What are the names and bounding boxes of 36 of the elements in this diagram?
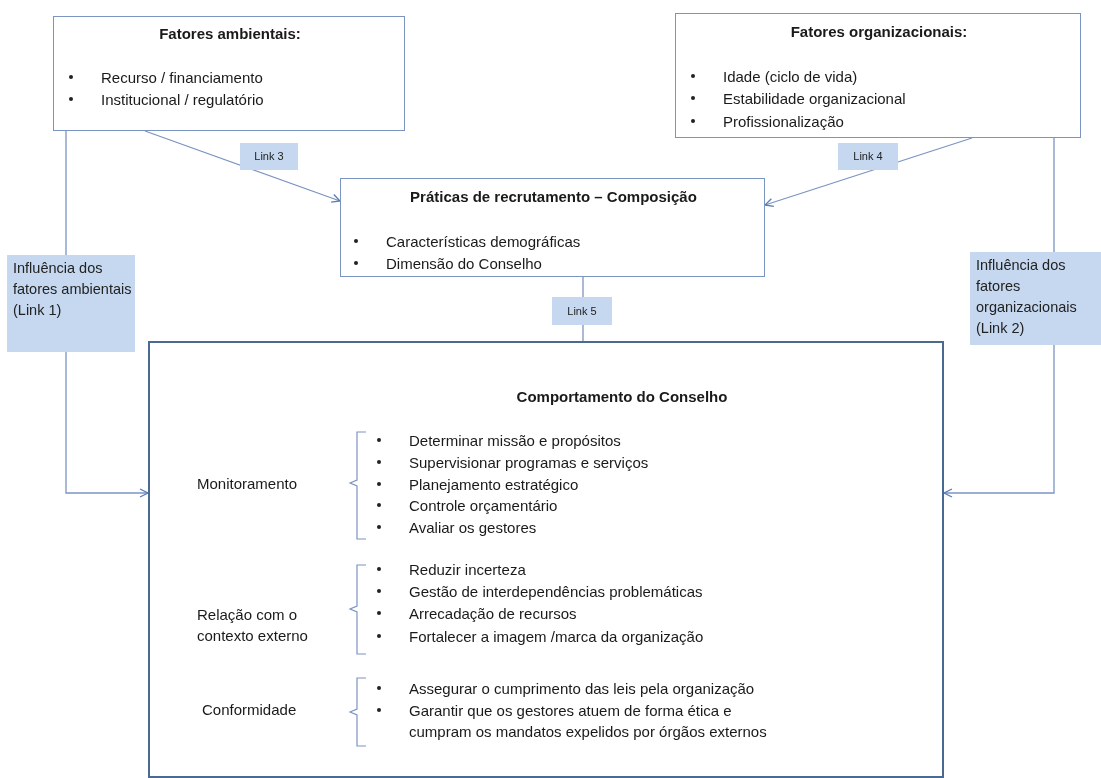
edge-label: Link 5	[552, 297, 612, 325]
list-item: Assegurar o cumprimento das leis pela organização	[409, 678, 755, 699]
list-item: Estabilidade organizacional	[723, 88, 906, 109]
list-item: Avaliar os gestores	[409, 517, 537, 538]
process-box	[53, 16, 405, 131]
list-item: Gestão de interdependências problemáticas	[409, 581, 703, 602]
edge-label: Link 4	[838, 143, 898, 170]
box-heading: Fatores ambientais:	[158, 23, 302, 44]
list-item: Arrecadação de recursos	[409, 603, 577, 624]
list-item: Planejamento estratégico	[409, 474, 579, 495]
list-item: Garantir que os gestores atuem de forma ética e cumpram os mandatos expelidos por órgãos externos	[409, 700, 768, 742]
arrow	[144, 130, 341, 203]
group-label: Monitoramento	[197, 473, 298, 494]
group-label: Relação com o contexto externo	[197, 604, 309, 646]
panel	[148, 341, 944, 778]
list-item: Idade (ciclo de vida)	[723, 66, 858, 87]
list-item: Reduzir incerteza	[409, 559, 526, 580]
box-heading: Práticas de recrutamento – Composição	[409, 186, 698, 207]
box-heading: Fatores organizacionais:	[789, 21, 969, 42]
list-item: Institucional / regulatório	[101, 89, 264, 110]
list-item: Determinar missão e propósitos	[409, 430, 621, 451]
list-item: Recurso / financiamento	[101, 67, 263, 88]
process-box	[340, 178, 765, 277]
edge-label: Influência dos fatores ambientais (Link 1)	[7, 255, 135, 352]
list-item: Controle orçamentário	[409, 495, 558, 516]
list-item: Supervisionar programas e serviços	[409, 452, 649, 473]
edge-label: Link 3	[240, 143, 298, 170]
group-label: Conformidade	[202, 699, 297, 720]
box-heading: Comportamento do Conselho	[515, 386, 729, 407]
list-item: Dimensão do Conselho	[386, 253, 542, 274]
list-item: Profissionalização	[723, 111, 844, 132]
process-box	[675, 13, 1081, 138]
edge-label: Influência dos fatores organizacionais (Link 2)	[970, 252, 1101, 345]
list-item: Características demográficas	[386, 231, 581, 252]
arrow	[764, 137, 973, 207]
list-item: Fortalecer a imagem /marca da organização	[409, 626, 704, 647]
